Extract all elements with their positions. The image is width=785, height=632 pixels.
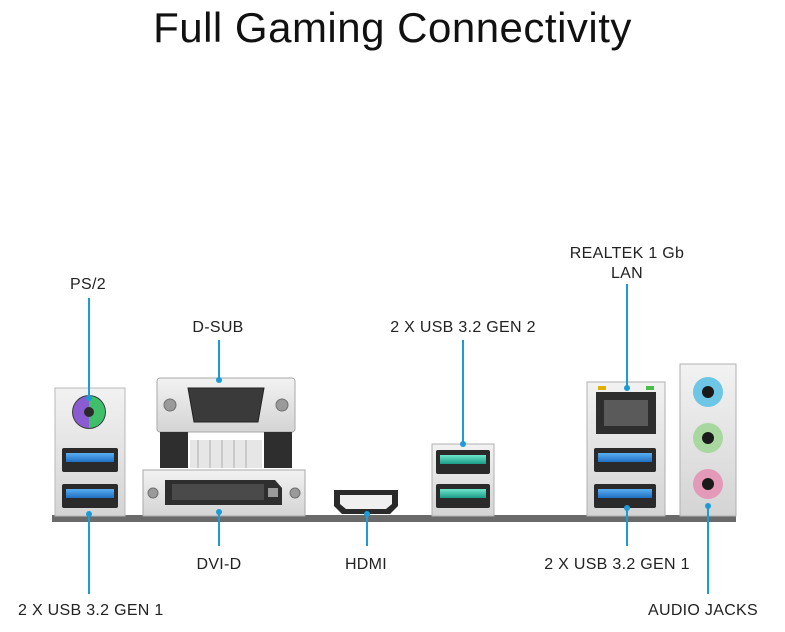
page-title: Full Gaming Connectivity [153,4,632,51]
hdmi-label: HDMI [344,556,388,573]
audio-callout-dot [705,503,711,509]
dsub-connector [156,377,296,468]
usb-gen2-callout-dot [460,441,466,447]
hdmi-connector [334,490,398,514]
hdmi-callout-line [366,514,368,546]
dvi-callout-dot [216,509,222,515]
audio-stack [679,363,737,517]
usb-gen2-label: 2 X USB 3.2 GEN 2 [390,319,536,336]
lan-usb-stack [586,381,666,517]
dsub-label: D-SUB [192,319,244,336]
hdmi-callout-dot [364,511,370,517]
dvi-callout-line [218,512,220,546]
lan-label-line2: LAN [610,265,644,282]
ps2-label: PS/2 [70,276,106,293]
audio-callout-line [707,506,709,594]
dsub-callout-dot [216,377,222,383]
lan-label-line1: REALTEK 1 Gb [569,245,685,262]
dsub-callout-line [218,340,220,380]
audio-label: AUDIO JACKS [648,602,758,619]
usb-gen2-stack [431,443,495,517]
ps2-callout-dot [86,395,92,401]
base-plate [52,515,736,522]
lan-callout-dot [624,385,630,391]
ps2-green-half [89,396,105,428]
usb-left-callout-line [88,514,90,594]
lan-callout-line [626,284,628,388]
usb-gen2-callout-line [462,340,464,444]
ps2-usb-stack [54,387,126,517]
usb-left-callout-dot [86,511,92,517]
ps2-purple-half [73,396,89,428]
dvi-connector [142,469,306,517]
dvi-label: DVI-D [196,556,242,573]
usb-right-callout-line [626,508,628,546]
usb-right-label: 2 X USB 3.2 GEN 1 [544,556,690,573]
usb-right-callout-dot [624,505,630,511]
ps2-callout-line [88,298,90,398]
usb-left-label: 2 X USB 3.2 GEN 1 [18,602,164,619]
